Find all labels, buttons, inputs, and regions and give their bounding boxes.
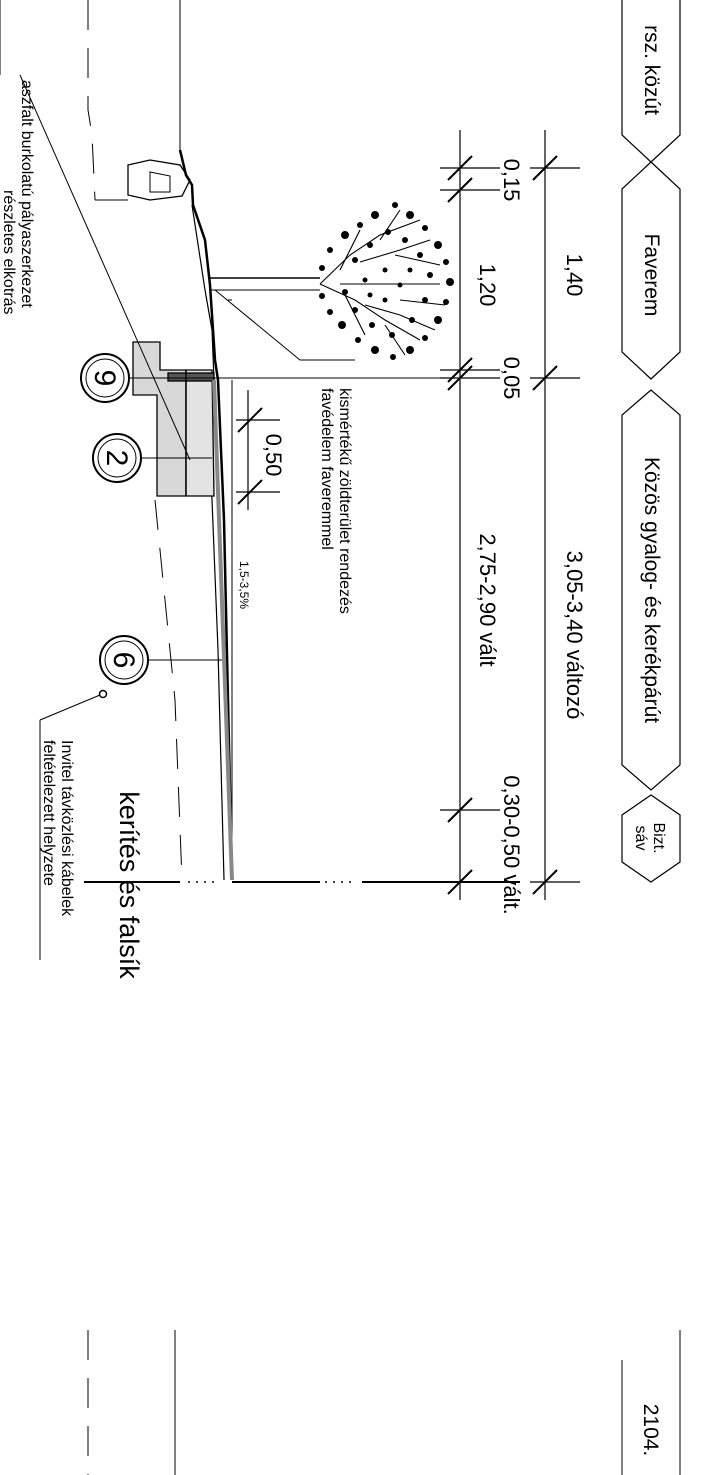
dimension-lines — [236, 130, 580, 900]
dim-total: 3,05-3,40 változó — [562, 551, 587, 720]
marker-2-label: 2 — [100, 450, 133, 467]
pavement-block — [132, 341, 215, 497]
sheet-number: 2104. — [639, 1404, 662, 1457]
note-asphalt-2: részletes elkotrás — [0, 190, 17, 315]
asphalt-layer — [212, 379, 234, 881]
note-fence: kerítés és falsík — [114, 791, 144, 979]
dim-120: 1,20 — [475, 264, 500, 307]
lane-label-path: Közös gyalog- és kerékpárút — [640, 457, 663, 723]
dim-005: 0,05 — [499, 357, 524, 400]
slope-label: 1,5-3,5% — [237, 561, 251, 609]
note-green-2: favédelem faveremmel — [318, 388, 335, 550]
note-green-1: kismértékű zöldterület rendezés — [336, 388, 353, 614]
lane-strip — [621, 0, 681, 883]
note-cable-1: Invitel távközlési kábelek — [58, 740, 75, 917]
dim-015: 0,15 — [499, 159, 524, 202]
dim-140: 1,40 — [562, 254, 587, 297]
leader-lines — [0, 0, 440, 960]
dashed-lines — [87, 0, 183, 1475]
note-asphalt-1: aszfalt burkolatú pályaszerkezet — [18, 80, 35, 308]
lane-box-faverem — [621, 161, 681, 380]
dim-width: 2,75-2,90 vált — [475, 533, 500, 666]
lane-label-safety-2: sáv — [632, 826, 649, 851]
dim-050: 0,50 — [261, 434, 286, 477]
lane-label-safety-1: Bizt. — [650, 822, 667, 853]
note-cable-2: feltételezett helyzete — [40, 740, 57, 886]
lane-label-faverem: Faverem — [640, 234, 663, 317]
dim-safety: 0,30-0,50 vált. — [499, 775, 524, 914]
marker-6: 6 — [99, 635, 149, 685]
tree-icon — [210, 202, 454, 360]
lane-label-road: rsz. közút — [640, 25, 663, 115]
lane-box-path — [621, 389, 681, 791]
marker-2: 2 — [92, 433, 142, 483]
cable-marker — [98, 689, 108, 699]
marker-9-label: 9 — [88, 370, 121, 387]
lane-box-safety — [621, 794, 681, 883]
marker-6-label: 6 — [107, 652, 140, 669]
marker-9: 9 — [80, 353, 130, 403]
